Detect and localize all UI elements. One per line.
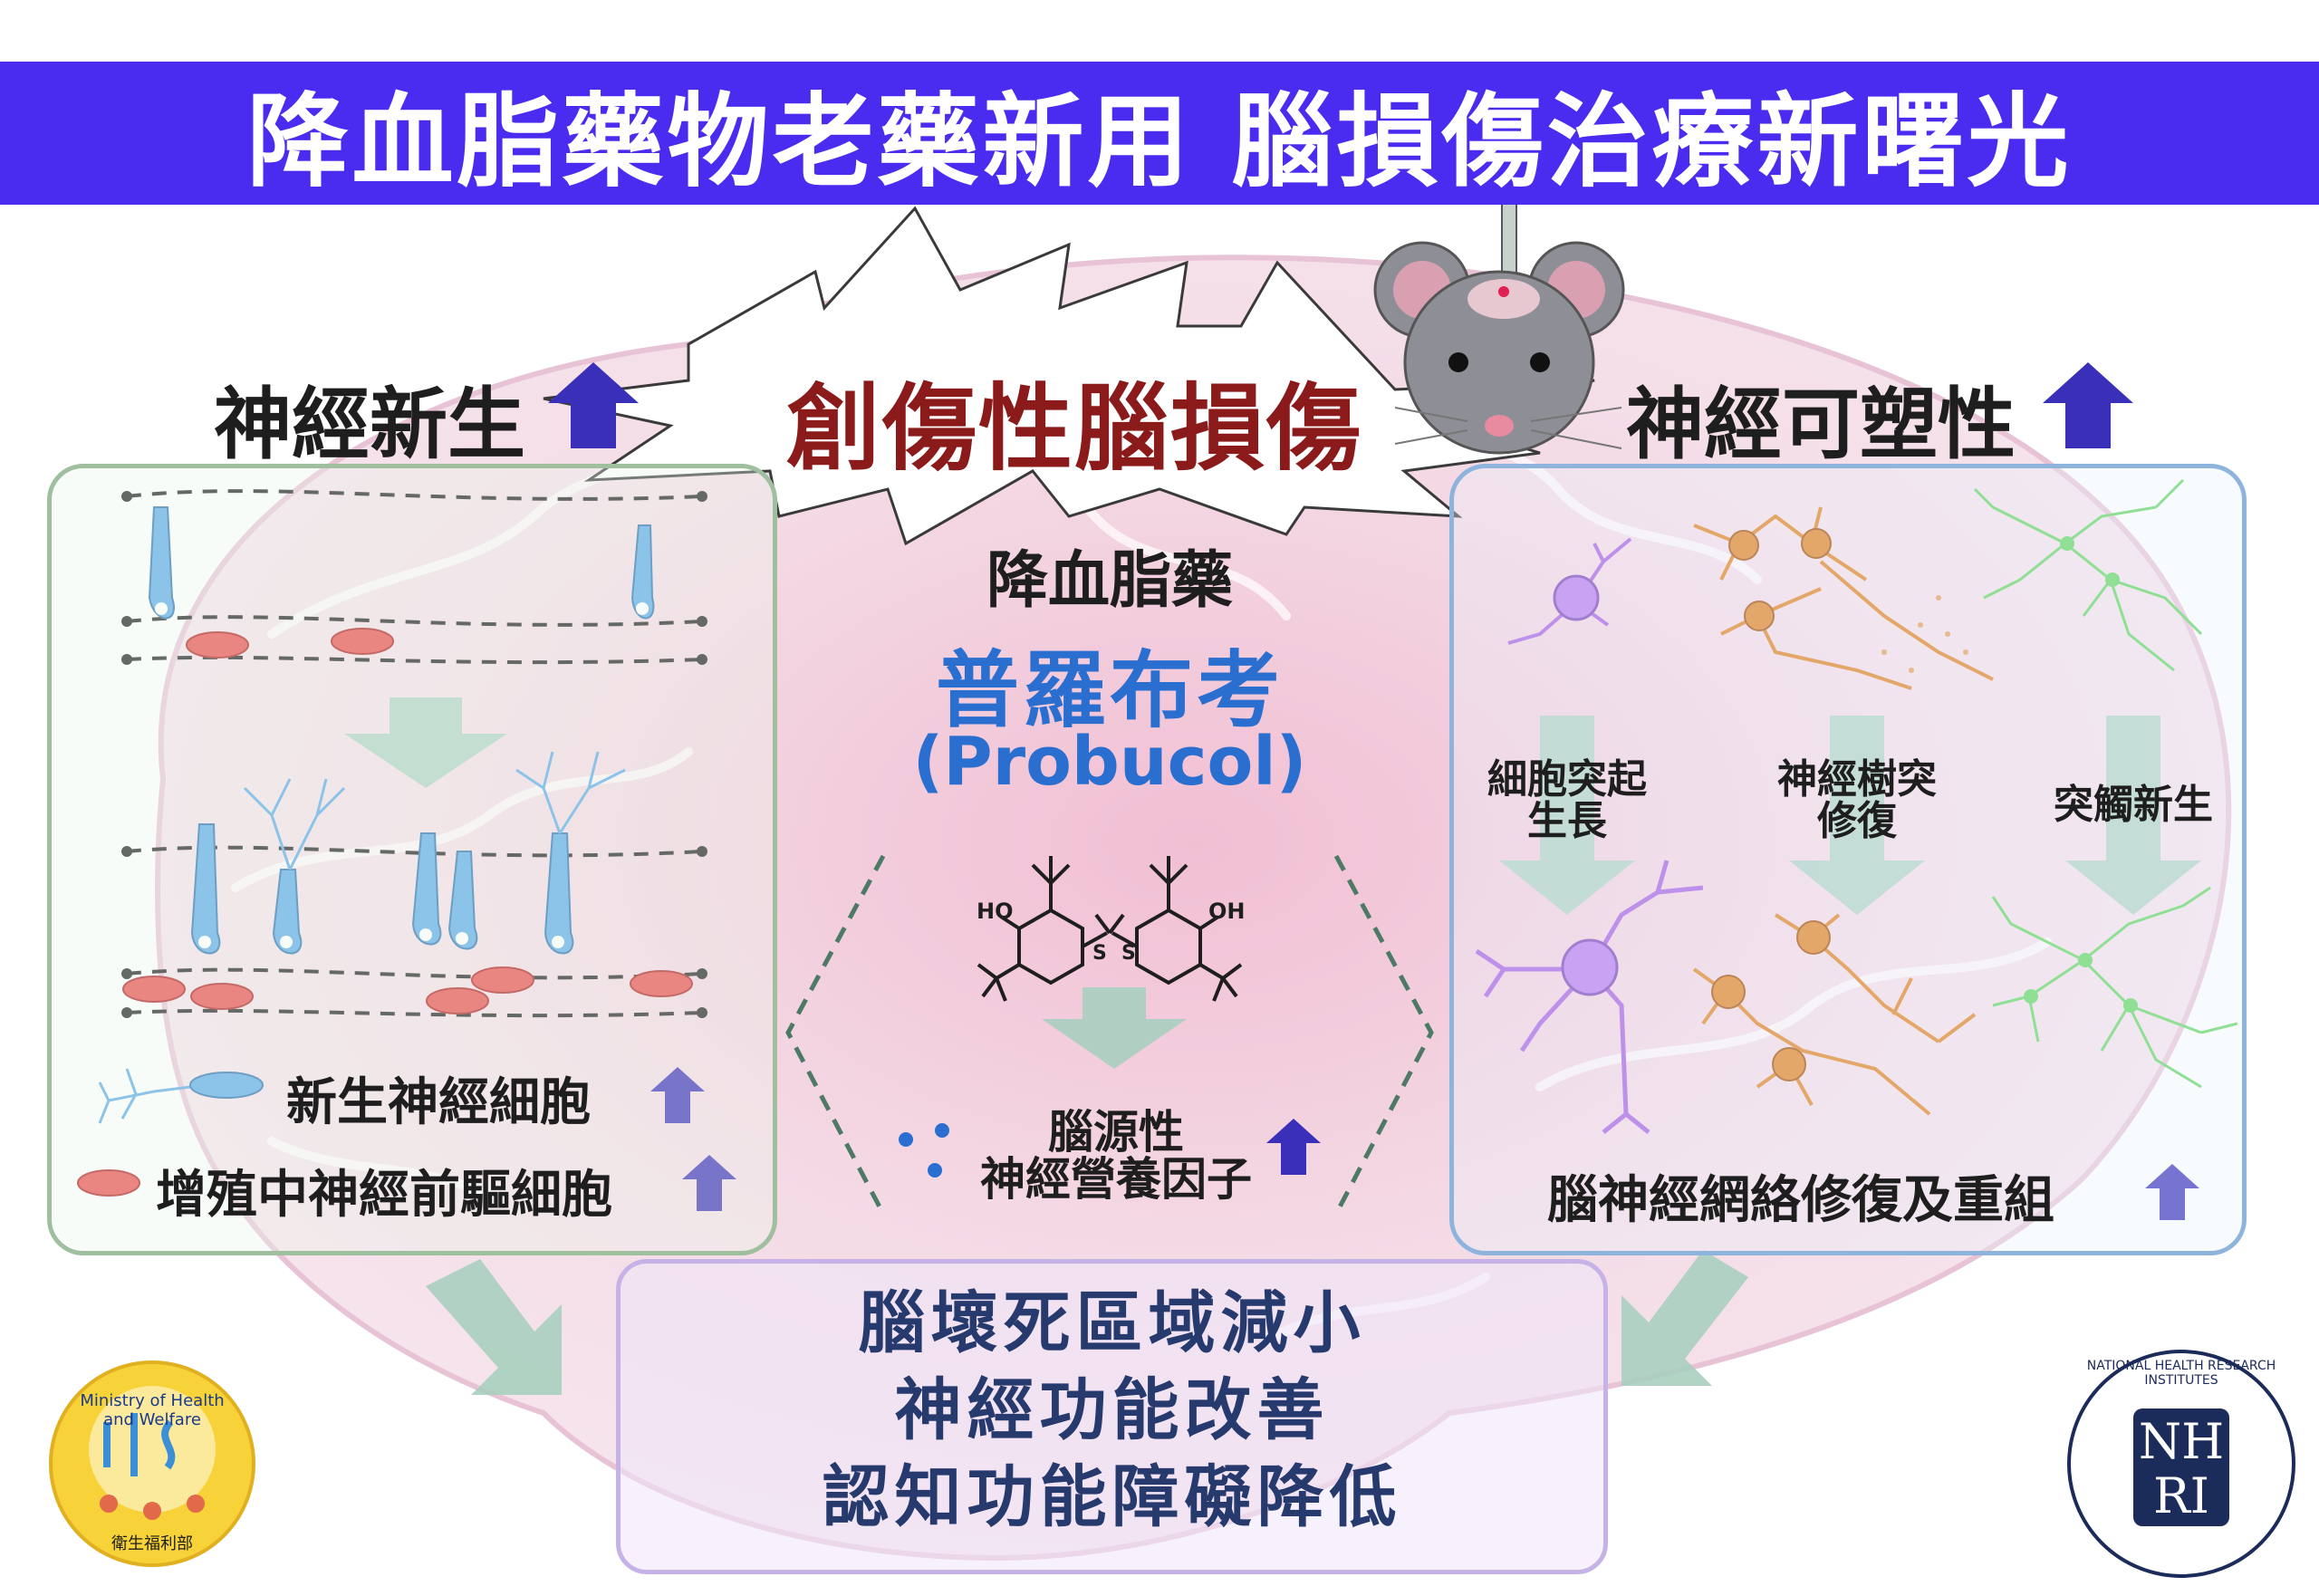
neurite-growth-line1: 細胞突起 — [1487, 756, 1647, 803]
neurons-before — [148, 506, 655, 620]
neuron-orange-top — [1693, 506, 1994, 690]
outcome-3: 認知功能障礙降低 — [822, 1458, 1402, 1536]
dendrite-repair-line2: 修復 — [1817, 798, 1897, 844]
outcomes-box: 腦壞死區域減小 神經功能改善 認知功能障礙降低 — [616, 1259, 1608, 1574]
right-flow-arrow-1 — [1499, 716, 1635, 915]
center-flow-arrow-down — [1042, 987, 1187, 1069]
outcome-1: 腦壞死區域減小 — [858, 1284, 1366, 1362]
neuron-purple-large — [1475, 860, 1704, 1134]
right-flow-arrow-2 — [1789, 716, 1925, 915]
legend-neuron-icon — [98, 1068, 191, 1124]
network-repair-label: 腦神經網絡修復及重組 — [1547, 1171, 2054, 1230]
left-to-outcome-arrow — [426, 1259, 562, 1395]
mohw-bottom-text: 衛生福利部 — [111, 1534, 193, 1553]
neurogenesis-heading: 神經新生 — [214, 380, 525, 470]
drug-class-label: 降血脂藥 — [986, 545, 1233, 617]
neuroplasticity-panel — [1449, 464, 2247, 1255]
mouse-illustration — [1373, 205, 1625, 455]
bdnf-dots — [899, 1123, 949, 1178]
drug-name-zh: 普羅布考 — [935, 642, 1284, 739]
nhri-logo-bottom: RI — [2153, 1467, 2209, 1524]
neuroplasticity-heading: 神經可塑性 — [1626, 380, 2016, 470]
neurite-growth-line2: 生長 — [1527, 798, 1607, 844]
drug-name-en: (Probucol) — [912, 723, 1307, 801]
probucol-structure — [977, 856, 1243, 1002]
mohw-arc-text: Ministry of Health and Welfare — [80, 1391, 225, 1429]
molecule-s1: S — [1092, 942, 1107, 965]
nhri-logo — [2067, 1350, 2295, 1578]
synaptogenesis-label: 突觸新生 — [2054, 782, 2213, 828]
injury-starburst — [543, 206, 1595, 546]
nhri-arc-text: NATIONAL HEALTH RESEARCH INSTITUTES — [2086, 1359, 2276, 1388]
progenitor-cells — [122, 628, 693, 1014]
left-flow-arrow-down — [344, 697, 507, 788]
neurons-after — [190, 823, 574, 955]
background-illustration — [49, 205, 2295, 1578]
injury-label: 創傷性腦損傷 — [786, 373, 1363, 484]
neuron-purple-small — [1507, 537, 1632, 645]
up-arrows — [548, 362, 2199, 1220]
legend-new-neurons-label: 新生神經細胞 — [286, 1073, 591, 1132]
outcome-2: 神經功能改善 — [894, 1371, 1330, 1449]
molecule-s2: S — [1121, 942, 1136, 965]
molecule-oh: OH — [1208, 899, 1246, 924]
mohw-logo — [49, 1360, 255, 1567]
neuron-green-top — [1973, 478, 2203, 672]
page-title: 降血脂藥物老藥新用 腦損傷治療新曙光 — [246, 83, 2073, 201]
right-flow-arrow-3 — [2065, 716, 2201, 915]
bdnf-label-line2: 神經營養因子 — [980, 1153, 1252, 1206]
dendrite-repair-line1: 神經樹突 — [1777, 756, 1937, 803]
bdnf-label-line1: 腦源性 — [1048, 1106, 1184, 1159]
legend-progenitor-icon — [77, 1169, 140, 1197]
nhri-logo-top: NH — [2138, 1413, 2225, 1470]
legend-progenitor-label: 增殖中神經前驅細胞 — [156, 1166, 612, 1225]
molecule-ho: HO — [977, 899, 1014, 924]
neurogenesis-panel — [47, 464, 777, 1255]
title-bar: 降血脂藥物老藥新用 腦損傷治療新曙光 — [0, 62, 2319, 205]
right-to-outcome-arrow — [1621, 1250, 1748, 1386]
